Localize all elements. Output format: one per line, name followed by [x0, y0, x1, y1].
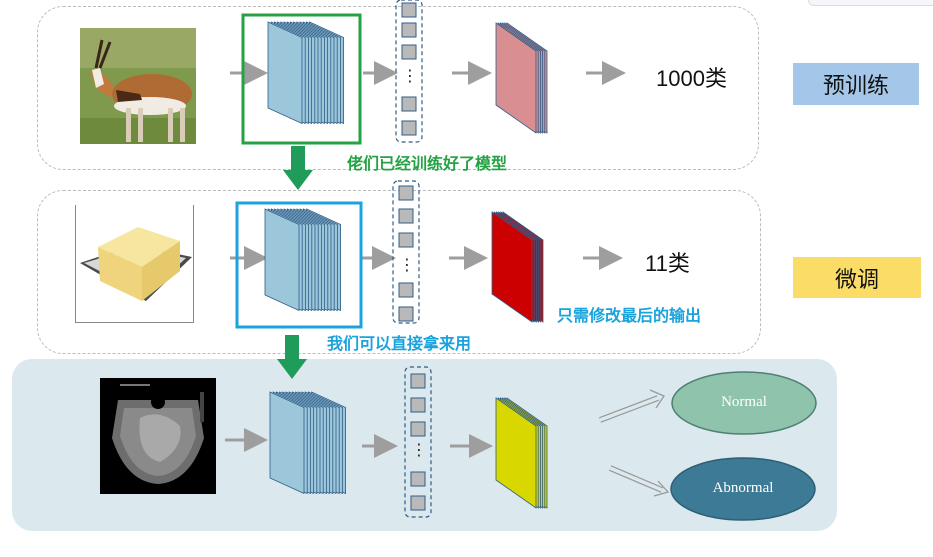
dots-finetune: ⋮ [399, 255, 415, 274]
neuron-unit [401, 44, 417, 60]
neuron-column-pretrain [395, 0, 423, 143]
neuron-unit [410, 373, 426, 389]
neuron-unit [410, 471, 426, 487]
neuron-column-application [404, 366, 432, 518]
head-layer-pretrain [495, 22, 548, 134]
pretrain-frame [241, 13, 362, 145]
dots-pretrain: ⋮ [402, 66, 418, 85]
butter-photo [75, 205, 194, 323]
neuron-unit [398, 282, 414, 298]
neuron-unit [401, 2, 417, 18]
layer-slab [267, 21, 303, 125]
neuron-unit [401, 96, 417, 112]
finetune-tag: 微调 [793, 257, 921, 298]
neuron-unit [410, 421, 426, 437]
layer-slab [264, 208, 300, 312]
head-slab [495, 397, 537, 509]
head-slab [491, 211, 533, 323]
normal-ellipse [671, 371, 817, 435]
neuron-unit [398, 306, 414, 322]
head-layer-finetune [491, 211, 544, 323]
normal-label: Normal [721, 394, 767, 410]
finetune-annotation: 我们可以直接拿来用 [327, 334, 472, 353]
conv-stack-application [269, 391, 347, 495]
down-arrow-2 [277, 335, 307, 379]
finetune-frame [235, 201, 363, 329]
ultrasound-scan [100, 378, 216, 494]
down-arrow-1 [283, 146, 313, 190]
layer-slab [269, 391, 305, 495]
conv-stack-finetune [264, 208, 342, 312]
output-label-finetune: 11类 [645, 251, 690, 276]
application-arrows [225, 389, 670, 497]
pretrain-tag: 预训练 [793, 63, 919, 105]
output-label-pretrain: 1000类 [656, 66, 727, 91]
dots-application: ⋮ [411, 440, 427, 459]
neuron-unit [398, 232, 414, 248]
pretrain-annotation: 佬们已经训练好了模型 [347, 154, 508, 173]
neuron-unit [401, 120, 417, 136]
neuron-unit [410, 397, 426, 413]
neuron-unit [398, 208, 414, 224]
corner-tab [808, 0, 933, 6]
neuron-unit [401, 22, 417, 38]
conv-stack-pretrain [267, 21, 345, 125]
neuron-unit [398, 185, 414, 201]
head-note: 只需修改最后的输出 [557, 306, 702, 325]
neuron-column-finetune [392, 180, 420, 324]
abnormal-label: Abnormal [712, 480, 774, 496]
antelope-photo [80, 28, 196, 144]
head-layer-application [495, 397, 548, 509]
pretrain-panel [37, 6, 759, 170]
neuron-unit [410, 495, 426, 511]
head-slab [495, 22, 537, 134]
abnormal-ellipse [670, 457, 816, 521]
